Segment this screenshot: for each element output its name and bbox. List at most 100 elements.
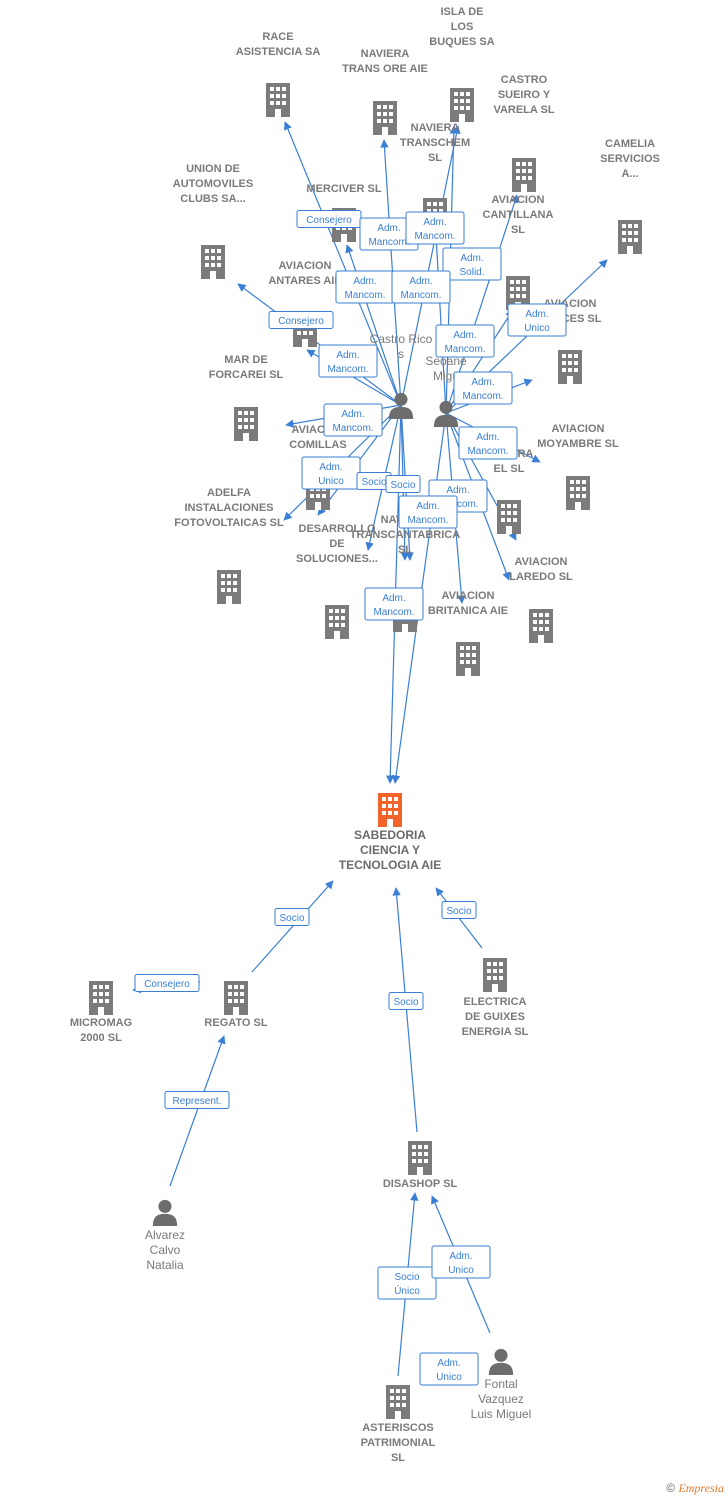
- svg-text:Mancom.: Mancom.: [407, 515, 448, 526]
- svg-text:Adm.: Adm.: [460, 253, 483, 264]
- building-icon: [408, 1141, 432, 1175]
- svg-text:Socio: Socio: [394, 1272, 419, 1283]
- svg-text:Socio: Socio: [361, 477, 386, 488]
- company-node-merciver[interactable]: MERCIVER SL: [306, 183, 382, 242]
- svg-text:Unico: Unico: [524, 323, 550, 334]
- relation-label[interactable]: Consejero: [134, 974, 200, 992]
- svg-text:Mancom.: Mancom.: [400, 290, 441, 301]
- relation-label[interactable]: Socio: [385, 475, 421, 493]
- company-label: REGATO SL: [204, 1017, 267, 1029]
- svg-text:Unico: Unico: [448, 1265, 474, 1276]
- relation-label[interactable]: Consejero: [296, 210, 362, 228]
- building-icon: [201, 245, 225, 279]
- building-icon: [483, 958, 507, 992]
- relation-label[interactable]: Adm.Unico: [419, 1352, 479, 1386]
- relation-label[interactable]: Represent.: [164, 1091, 230, 1109]
- relation-label[interactable]: Adm. Unico: [507, 303, 567, 337]
- relation-label[interactable]: Adm.Unico: [431, 1245, 491, 1279]
- svg-text:Adm.: Adm.: [525, 309, 548, 320]
- copyright-icon: ©: [666, 1481, 676, 1495]
- relation-edge: [345, 244, 402, 406]
- building-icon: [266, 83, 290, 117]
- relation-label[interactable]: Adm. Mancom.: [458, 426, 518, 460]
- relation-label[interactable]: Adm.Mancom.: [391, 270, 451, 304]
- relation-label[interactable]: Adm.Mancom.: [318, 344, 378, 378]
- svg-text:Adm.: Adm.: [476, 432, 499, 443]
- relation-label[interactable]: Adm.Mancom.: [398, 495, 458, 529]
- svg-text:Adm.: Adm.: [336, 350, 359, 361]
- building-icon: [234, 407, 258, 441]
- company-node-regato[interactable]: REGATO SL: [204, 981, 268, 1029]
- relation-label[interactable]: Adm. Mancom.: [364, 587, 424, 621]
- svg-text:Socio: Socio: [393, 997, 418, 1008]
- relation-label[interactable]: Adm.Mancom.: [359, 217, 419, 251]
- company-node-naviera-el[interactable]: NAVIERAEL SL: [485, 448, 534, 534]
- relation-label[interactable]: Adm.Mancom.: [405, 211, 465, 245]
- svg-text:Solid.: Solid.: [459, 267, 484, 278]
- relation-label[interactable]: Adm.Mancom.: [335, 270, 395, 304]
- company-node-disashop[interactable]: DISASHOP SL: [383, 1141, 458, 1190]
- relation-label[interactable]: Adm.Mancom.: [435, 324, 495, 358]
- relation-edge: [237, 283, 402, 406]
- svg-text:Adm.: Adm.: [471, 377, 494, 388]
- building-icon: [558, 350, 582, 384]
- relation-label[interactable]: Adm.Mancom.: [453, 371, 513, 405]
- relation-edge: [432, 234, 447, 414]
- svg-text:Mancom.: Mancom.: [373, 607, 414, 618]
- svg-text:Mancom.: Mancom.: [332, 423, 373, 434]
- relation-label[interactable]: Socio: [274, 908, 310, 926]
- relation-edge: [283, 121, 402, 406]
- building-icon: [325, 605, 349, 639]
- relation-label[interactable]: Adm. Solid.: [442, 247, 502, 281]
- svg-text:Mancom.: Mancom.: [467, 446, 508, 457]
- footer-brand: © Empresia: [666, 1481, 724, 1496]
- relation-label[interactable]: Adm.Mancom.: [323, 403, 383, 437]
- relation-label[interactable]: Socio: [388, 992, 424, 1010]
- brand-name: Empresia: [678, 1481, 724, 1495]
- relation-label[interactable]: Consejero: [268, 311, 334, 329]
- svg-text:Adm.: Adm.: [382, 593, 405, 604]
- svg-text:Consejero: Consejero: [306, 215, 352, 226]
- relation-label[interactable]: Socio: [441, 901, 477, 919]
- building-icon: [89, 981, 113, 1015]
- relation-label[interactable]: Adm.Unico: [301, 456, 361, 490]
